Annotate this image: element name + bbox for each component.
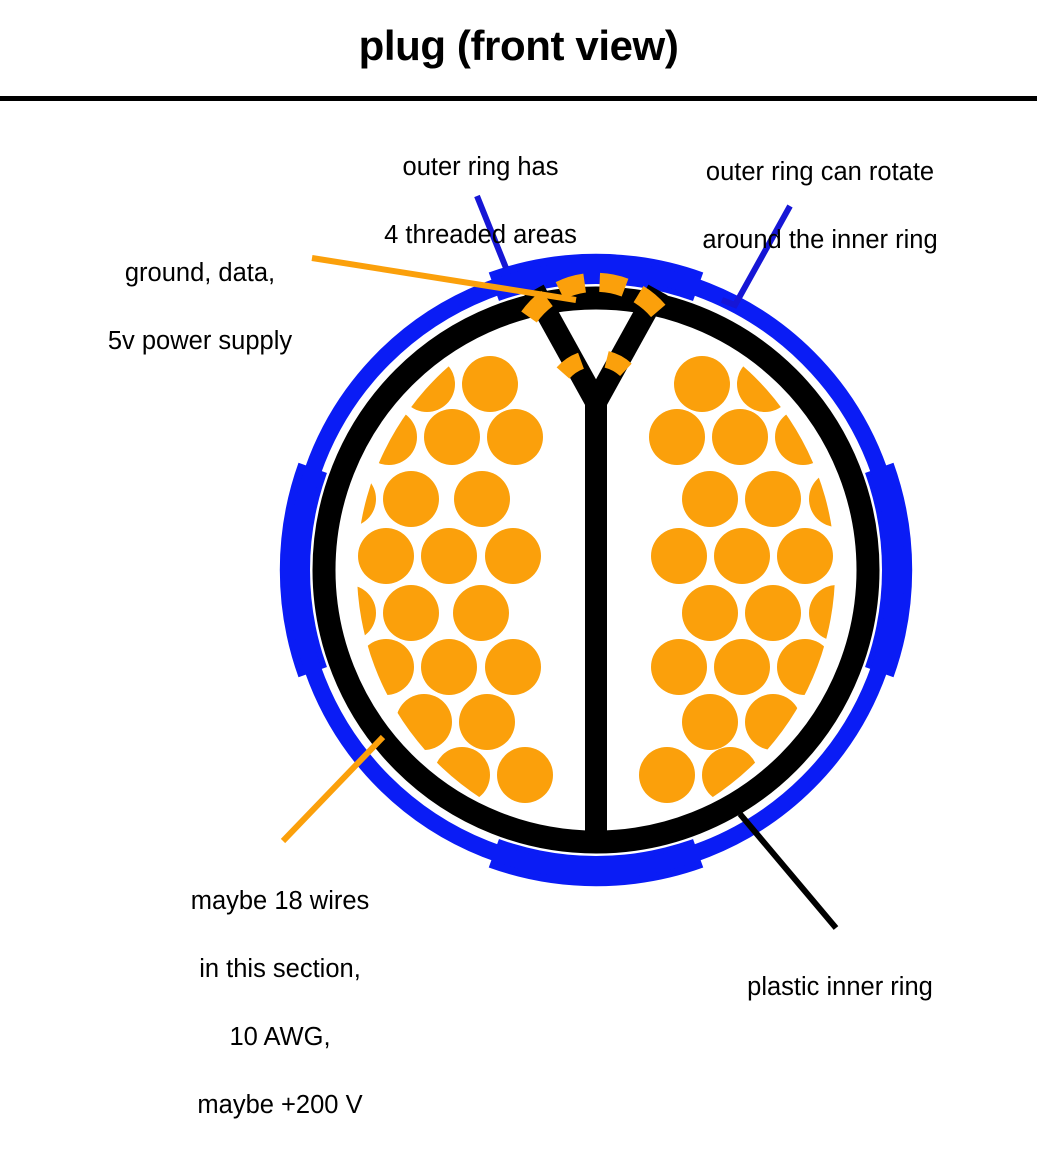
wire bbox=[497, 747, 553, 803]
wire bbox=[809, 585, 836, 641]
wire bbox=[383, 585, 439, 641]
wire bbox=[777, 528, 833, 584]
signal-arc-outer bbox=[521, 272, 671, 323]
leader-inner-ring bbox=[737, 812, 839, 930]
wire bbox=[714, 639, 770, 695]
page-title: plug (front view) bbox=[358, 22, 679, 69]
title-divider-rule bbox=[0, 96, 1037, 101]
wire bbox=[358, 528, 414, 584]
wire bbox=[639, 747, 695, 803]
wire bbox=[424, 409, 480, 465]
wire bbox=[674, 356, 730, 412]
wire bbox=[462, 356, 518, 412]
wire bbox=[487, 409, 543, 465]
wire bbox=[745, 585, 801, 641]
wire bbox=[714, 528, 770, 584]
wire bbox=[485, 639, 541, 695]
wire bbox=[454, 471, 510, 527]
outer-ring-group[interactable] bbox=[279, 253, 913, 887]
wire bbox=[459, 694, 515, 750]
annotation-wires-line-4: maybe +200 V bbox=[197, 1091, 363, 1119]
wire bbox=[649, 409, 705, 465]
leader-signal bbox=[311, 255, 577, 303]
connector-diagram bbox=[279, 194, 913, 930]
diagram-page: plug (front view) bbox=[0, 0, 1037, 1119]
signal-conductor-arc bbox=[521, 272, 671, 379]
wire bbox=[453, 585, 509, 641]
wire bbox=[712, 409, 768, 465]
wire bbox=[485, 528, 541, 584]
signal-arc-inner bbox=[556, 349, 636, 379]
wire bbox=[651, 528, 707, 584]
wire bbox=[383, 471, 439, 527]
wire bbox=[745, 471, 801, 527]
wire bbox=[682, 471, 738, 527]
wire bbox=[421, 639, 477, 695]
wire bbox=[682, 694, 738, 750]
wire bbox=[421, 528, 477, 584]
title-bar: plug (front view) bbox=[0, 0, 1037, 101]
wire bbox=[651, 639, 707, 695]
leader-lines bbox=[280, 194, 839, 930]
leader-rotate bbox=[720, 204, 793, 309]
wire bbox=[682, 585, 738, 641]
outer-ring[interactable] bbox=[287, 261, 905, 879]
leader-wires bbox=[280, 734, 386, 844]
leader-threaded bbox=[474, 194, 509, 270]
